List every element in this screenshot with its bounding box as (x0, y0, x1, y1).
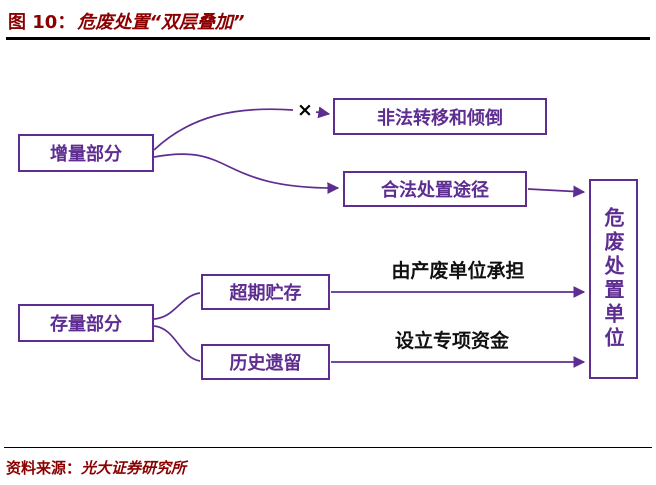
node-overdue-storage-label: 超期贮存 (229, 283, 302, 304)
edge-stock-overdue (153, 292, 201, 320)
source-label: 资料来源： (6, 459, 82, 477)
figure-caption: 危废处置“双层叠加” (77, 12, 245, 33)
edge-legal-unit (527, 185, 586, 198)
node-overdue-storage: 超期贮存 (201, 274, 330, 310)
node-disposal-unit: 危废处置单位 (589, 179, 638, 379)
footer-divider (4, 447, 652, 448)
node-historical-legacy-label: 历史遗留 (229, 353, 302, 374)
blocked-x-mark: × (297, 99, 313, 121)
node-legal-disposal: 合法处置途径 (343, 171, 527, 207)
figure-title: 图 10：危废处置“双层叠加” (8, 8, 245, 34)
node-stock: 存量部分 (18, 304, 154, 342)
node-illegal-transfer: 非法转移和倾倒 (333, 98, 547, 135)
node-increment: 增量部分 (18, 134, 154, 172)
edge-increment-illegal (153, 108, 294, 151)
node-stock-label: 存量部分 (50, 314, 122, 335)
node-disposal-unit-label: 危废处置单位 (601, 207, 625, 351)
edge-label-special-fund: 设立专项资金 (394, 330, 509, 352)
source-value: 光大证券研究所 (81, 459, 187, 477)
node-increment-label: 增量部分 (50, 144, 122, 165)
figure-number: 图 10： (8, 12, 76, 33)
edge-increment-legal (153, 153, 340, 195)
title-divider (6, 37, 650, 40)
source-note: 资料来源：光大证券研究所 (6, 457, 186, 478)
node-illegal-transfer-label: 非法转移和倾倒 (377, 107, 503, 129)
node-historical-legacy: 历史遗留 (201, 344, 330, 380)
edge-stock-legacy (153, 325, 201, 362)
node-legal-disposal-label: 合法处置途径 (381, 180, 489, 201)
edge-illegal-arrowhead (315, 106, 331, 119)
edge-label-producer-bears: 由产废单位承担 (391, 260, 525, 282)
